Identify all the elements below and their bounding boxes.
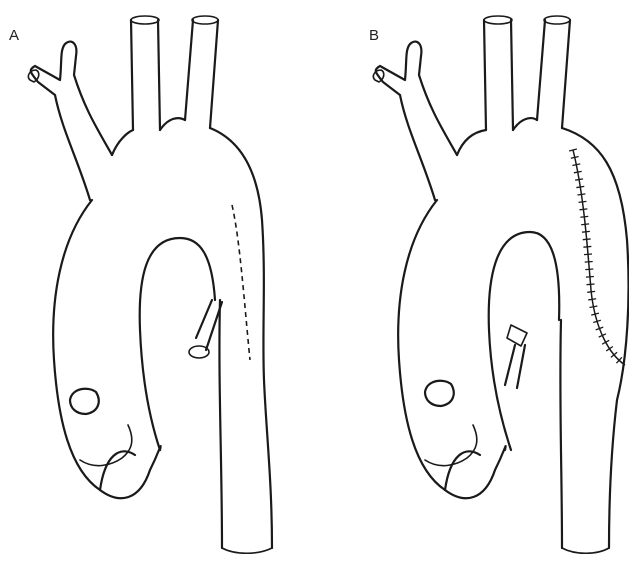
- suture-stitch: [583, 239, 591, 240]
- brachiocephalic-trunk-b: [376, 42, 457, 200]
- suture-stitch: [576, 186, 584, 187]
- suture-stitch: [574, 171, 582, 172]
- suture-stitch: [577, 194, 585, 195]
- ligated-ductus-b: [505, 345, 525, 388]
- descending-aorta-end-a: [222, 548, 272, 553]
- incision-line-a: [232, 205, 250, 360]
- subclavian-artery-b: [537, 20, 570, 128]
- suture-stitch: [587, 291, 595, 292]
- suture-stitch: [583, 246, 591, 247]
- aortic-arch-inner-a: [140, 238, 222, 548]
- aortic-arch-outer-a: [53, 118, 272, 548]
- brachiocephalic-trunk: [31, 42, 112, 200]
- suture-stitch: [575, 179, 583, 180]
- suture-stitch: [572, 164, 580, 166]
- suture-stitch: [590, 306, 598, 308]
- carotid-opening-b: [484, 16, 512, 24]
- subclavian-artery-a: [185, 20, 218, 128]
- subclavian-opening-b: [544, 16, 570, 24]
- aortic-root-b: [445, 446, 506, 498]
- ductus-stump-a: [196, 300, 222, 350]
- suture-stitch: [578, 201, 586, 202]
- coronary-stump-b: [425, 381, 454, 406]
- suture-stitch: [585, 269, 593, 270]
- ductus-opening-a: [189, 346, 209, 358]
- descending-aorta-end-b: [562, 548, 609, 553]
- aortic-arch-outer-b: [398, 118, 628, 548]
- aortic-root-cusp-a: [80, 425, 132, 466]
- suture-stitch: [581, 224, 589, 225]
- panel-b-label: B: [369, 27, 379, 44]
- suture-stitch: [579, 209, 587, 210]
- carotid-opening-a: [131, 16, 159, 24]
- carotid-artery-b: [484, 20, 513, 130]
- suture-stitch: [580, 216, 588, 217]
- suture-stitch: [584, 254, 592, 255]
- aortic-root-cusp-b: [425, 425, 477, 466]
- suture-stitch: [606, 346, 613, 350]
- suture-stitch: [588, 299, 596, 300]
- suture-stitch: [586, 277, 594, 278]
- panel-a-label: A: [9, 27, 19, 44]
- suture-stitch: [587, 284, 595, 285]
- panel-b: B: [369, 16, 629, 553]
- carotid-artery-a: [131, 20, 160, 130]
- panel-a: A: [9, 16, 272, 553]
- coronary-stump-a: [70, 389, 99, 414]
- suture-stitch: [571, 156, 579, 158]
- patch-suture-line-b: [573, 150, 625, 365]
- subclavian-opening-a: [192, 16, 218, 24]
- aortic-root-a: [100, 446, 161, 498]
- suture-stitch: [582, 231, 590, 232]
- aortic-arch-inner-b: [489, 232, 562, 548]
- suture-stitch: [585, 261, 593, 262]
- ductus-ligature-b: [507, 325, 527, 346]
